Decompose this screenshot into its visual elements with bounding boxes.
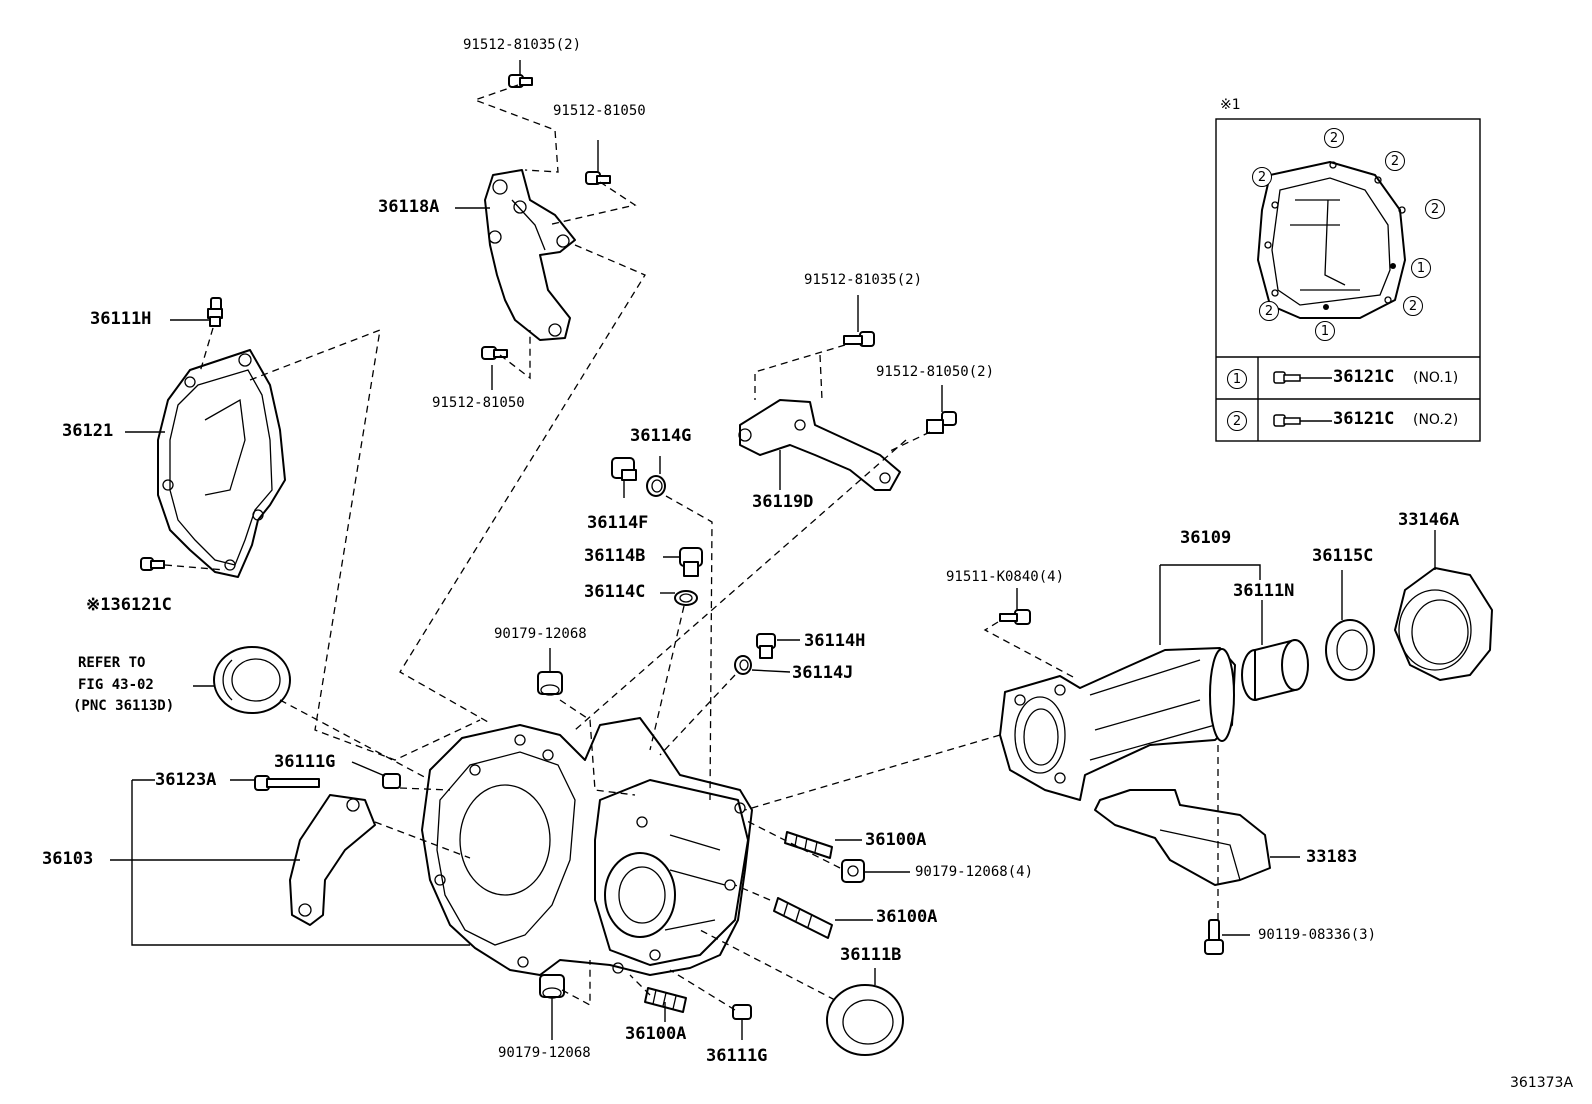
dust-cover-33146a <box>1394 567 1493 681</box>
oil-seal-36115c <box>1325 619 1375 681</box>
label-36100a-right2: 36100A <box>876 907 938 927</box>
inset-bolt-icons <box>1273 371 1332 427</box>
label-90179-12068-mid: 90179-12068 <box>494 626 587 642</box>
label-90179-12068-4: 90179-12068(4) <box>915 864 1034 880</box>
label-33146a: 33146A <box>1398 510 1460 530</box>
plug-36114h <box>756 633 776 659</box>
bracket-36118a <box>484 169 576 341</box>
inset-callout-2-e: 2 <box>1259 301 1279 321</box>
label-36114f: 36114F <box>587 513 649 533</box>
inset-callout-1-a: 1 <box>1411 258 1431 278</box>
label-36114c: 36114C <box>584 582 646 602</box>
inset-row2-suffix: (NO.2) <box>1413 412 1459 428</box>
label-36103: 36103 <box>42 849 94 869</box>
inset-callout-2-b: 2 <box>1385 151 1405 171</box>
dowel-36111g-left <box>382 773 401 789</box>
label-36100a-right1: 36100A <box>865 830 927 850</box>
label-36100a-bottom: 36100A <box>625 1024 687 1044</box>
label-36114h: 36114H <box>804 631 866 651</box>
label-36121: 36121 <box>62 421 114 441</box>
cover-36121 <box>157 349 286 578</box>
inset-row2-part: 36121C <box>1333 409 1395 429</box>
bearing-cap-36103 <box>289 794 376 926</box>
label-91512-81050-top: 91512-81050 <box>553 103 646 119</box>
plug-36114b <box>679 547 703 577</box>
label-36114j: 36114J <box>792 663 854 683</box>
label-91512-81050-mid: 91512-81050 <box>432 395 525 411</box>
dowel-36111g-bottom <box>732 1004 752 1020</box>
stud-36100a-bottom <box>644 987 687 1013</box>
bolt-91512-81050-2 <box>926 411 957 434</box>
inset-row1-callout: 1 <box>1227 369 1247 389</box>
inset-row1-part: 36121C <box>1333 367 1395 387</box>
label-36121c-note: ※136121C <box>86 595 172 615</box>
bolt-91512-81050-top <box>585 171 611 185</box>
label-36111h: 36111H <box>90 309 152 329</box>
extension-housing-36109 <box>999 647 1236 801</box>
inset-callout-2-d: 2 <box>1425 199 1445 219</box>
label-36109: 36109 <box>1180 528 1232 548</box>
label-36118a: 36118A <box>378 197 440 217</box>
label-refer-line2: FIG 43-02 <box>78 677 154 693</box>
bolt-36123a <box>254 775 320 791</box>
bracket-36119d <box>738 399 901 491</box>
figure-code: 361373A <box>1510 1075 1574 1091</box>
gasket-36114j <box>734 655 752 675</box>
label-36111n: 36111N <box>1233 581 1295 601</box>
bolt-36121c-left <box>140 557 165 571</box>
nut-90179-12068-mid <box>537 671 563 696</box>
oil-seal-left <box>213 646 291 714</box>
label-36111b: 36111B <box>840 945 902 965</box>
inset-callout-1-b: 1 <box>1315 321 1335 341</box>
label-36123a: 36123A <box>155 770 217 790</box>
oil-seal-36111b <box>826 984 904 1056</box>
label-36111g-left: 36111G <box>274 752 336 772</box>
label-91512-81035-2-top: 91512-81035(2) <box>463 37 582 53</box>
plug-36114f <box>611 457 637 481</box>
label-36119d: 36119D <box>752 492 814 512</box>
stud-36100a-right-2 <box>773 897 833 939</box>
inset-row1-bolt-icon <box>1273 371 1332 384</box>
bolt-91512-81035-top <box>508 74 533 88</box>
label-90119-08336-3: 90119-08336(3) <box>1258 927 1377 943</box>
label-36111g-bottom: 36111G <box>706 1046 768 1066</box>
inset-note-mark: ※1 <box>1220 97 1241 113</box>
bolt-91512-81035-mid <box>843 331 875 347</box>
inset-callout-2-a: 2 <box>1324 128 1344 148</box>
inset-row1-suffix: (NO.1) <box>1413 370 1459 386</box>
transfer-case-main <box>421 717 753 976</box>
label-refer-line3: (PNC 36113D) <box>73 698 175 714</box>
inset-row2-bolt-icon <box>1273 414 1332 427</box>
mount-33183 <box>1094 789 1271 886</box>
bolt-90119-08336 <box>1204 919 1224 955</box>
nut-90179-12068-4 <box>841 859 865 883</box>
label-90179-12068-bottom: 90179-12068 <box>498 1045 591 1061</box>
label-36114g: 36114G <box>630 426 692 446</box>
bolt-91511-k0840 <box>999 609 1031 625</box>
stud-36100a-right-1 <box>784 831 833 859</box>
label-91511-k0840-4: 91511-K0840(4) <box>946 569 1065 585</box>
label-refer-line1: REFER TO <box>78 655 146 671</box>
label-91512-81035-2-mid: 91512-81035(2) <box>804 272 923 288</box>
label-36114b: 36114B <box>584 546 646 566</box>
label-33183: 33183 <box>1306 847 1358 867</box>
inset-row2-callout: 2 <box>1227 411 1247 431</box>
label-36115c: 36115C <box>1312 546 1374 566</box>
bolt-91512-81050-mid <box>481 346 508 360</box>
inset-callout-2-c: 2 <box>1252 167 1272 187</box>
label-91512-81050-2: 91512-81050(2) <box>876 364 995 380</box>
gasket-36114g <box>646 475 666 497</box>
bushing-36111n <box>1241 639 1309 701</box>
gasket-36114c <box>674 590 698 606</box>
nut-90179-12068-bottom <box>539 974 565 999</box>
inset-bolt-map <box>1215 118 1481 442</box>
inset-callout-2-f: 2 <box>1403 296 1423 316</box>
vent-plug-36111h <box>207 297 223 327</box>
